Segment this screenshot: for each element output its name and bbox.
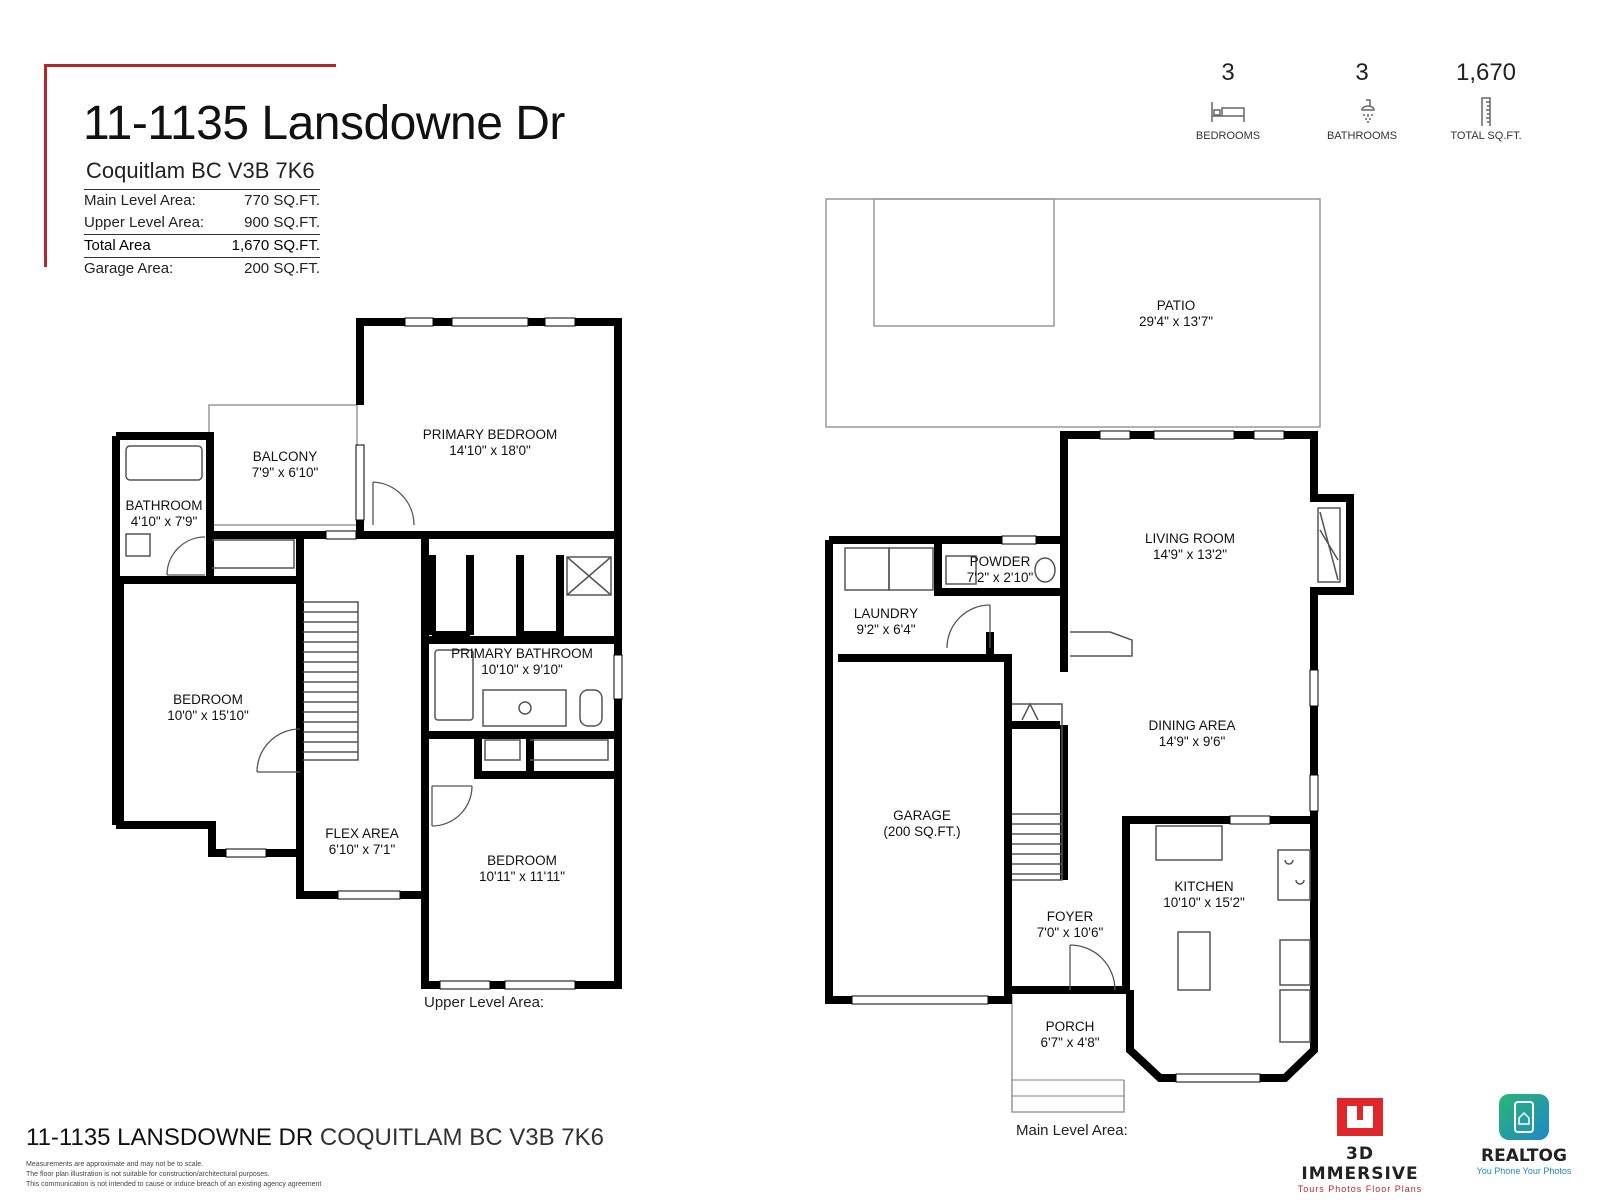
main-doors [946, 604, 1116, 991]
stat-label: BATHROOMS [1326, 130, 1398, 142]
porch-steps [1012, 1079, 1124, 1097]
room-dims: 6'7" x 4'8" [1040, 1035, 1099, 1050]
area-value: 200 SQ.FT. [244, 260, 320, 277]
ruler-icon [1481, 97, 1491, 126]
room-name: LAUNDRY [854, 606, 918, 621]
room-dims: 7'0" x 10'6" [1037, 925, 1104, 940]
room-dims: 7'9" x 6'10" [252, 465, 319, 480]
disclaimer-line: This communication is not intended to ca… [26, 1181, 322, 1188]
footer-address-street: 11-1135 LANSDOWNE DR [26, 1124, 314, 1151]
room-dims: (200 SQ.FT.) [883, 824, 960, 839]
room-name: PRIMARY BEDROOM [423, 427, 558, 442]
room-name: KITCHEN [1174, 879, 1233, 894]
area-value: 900 SQ.FT. [244, 214, 320, 231]
room-name: BEDROOM [173, 692, 243, 707]
upper-fixtures [125, 445, 612, 761]
footer-address: 11-1135 LANSDOWNE DR COQUITLAM BC V3B 7K… [26, 1124, 604, 1152]
room-name: PORCH [1046, 1019, 1095, 1034]
room-dims: 7'2" x 2'10" [967, 570, 1034, 585]
immersive-name: 3D IMMERSIVE [1301, 1144, 1419, 1184]
stat-sqft: 1,670 TOTAL SQ.FT. [1431, 56, 1541, 142]
stat-label: TOTAL SQ.FT. [1450, 130, 1522, 142]
phone-icon [1499, 1094, 1549, 1140]
room-dims: 4'10" x 7'9" [131, 514, 198, 529]
stat-value: 3 [1221, 59, 1235, 86]
room-dims: 14'9" x 9'6" [1159, 734, 1226, 749]
realtog-name: REALTOG [1481, 1146, 1567, 1166]
upper-level-label: Upper Level Area: [424, 994, 545, 1011]
logo-3d-immersive: 3D IMMERSIVE Tours Photos Floor Plans [1290, 1098, 1430, 1194]
area-label: Upper Level Area: [84, 214, 205, 231]
room-name: BEDROOM [487, 853, 557, 868]
realtog-tagline: You Phone Your Photos [1476, 1166, 1572, 1176]
main-level-plan: PATIO 29'4" x 13'7" LIVING ROOM 14'9" x … [825, 198, 1354, 1113]
stat-bedrooms: 3 BEDROOMS [1173, 56, 1283, 142]
room-name: POWDER [970, 554, 1031, 569]
upper-walls [112, 318, 622, 989]
upper-level-plan: PRIMARY BEDROOM 14'10" x 18'0" BALCONY 7… [112, 317, 623, 990]
area-label: Garage Area: [84, 260, 174, 277]
room-dims: 9'2" x 6'4" [856, 622, 915, 637]
logo-realtog: REALTOG You Phone Your Photos [1464, 1094, 1584, 1176]
room-name: FLEX AREA [325, 826, 399, 841]
disclaimer-line: Measurements are approximate and may not… [26, 1161, 204, 1168]
area-table: Main Level Area: 770 SQ.FT. Upper Level … [84, 189, 320, 280]
patio-outline [825, 198, 1321, 428]
stat-value: 1,670 [1455, 59, 1517, 86]
accent-line-horizontal [44, 64, 336, 67]
room-dims: 29'4" x 13'7" [1139, 314, 1213, 329]
room-dims: 6'10" x 7'1" [329, 842, 396, 857]
room-name: PATIO [1157, 298, 1196, 313]
patio-inner [873, 198, 1055, 327]
room-dims: 10'0" x 15'10" [167, 708, 249, 723]
area-row-total: Total Area 1,670 SQ.FT. [84, 234, 320, 258]
stat-bathrooms: 3 BATHROOMS [1307, 56, 1417, 142]
room-name: DINING AREA [1148, 718, 1235, 733]
area-row-upper: Upper Level Area: 900 SQ.FT. [84, 212, 320, 234]
immersive-tagline: Tours Photos Floor Plans [1297, 1184, 1423, 1194]
main-walls [825, 431, 1354, 1082]
main-fixtures [844, 507, 1341, 1043]
disclaimer-line: The floor plan illustration is not suita… [26, 1171, 270, 1178]
area-value: 1,670 SQ.FT. [231, 237, 320, 254]
room-name: PRIMARY BATHROOM [451, 646, 593, 661]
accent-line-vertical [44, 64, 47, 267]
upper-doors [166, 481, 473, 827]
room-dims: 10'11" x 11'11" [479, 869, 565, 884]
stat-label: BEDROOMS [1195, 130, 1261, 142]
room-dims: 10'10" x 9'10" [481, 662, 563, 677]
room-dims: 14'9" x 13'2" [1153, 547, 1227, 562]
page-subtitle: Coquitlam BC V3B 7K6 [86, 158, 315, 183]
area-value: 770 SQ.FT. [244, 192, 320, 209]
footer-address-city: COQUITLAM BC V3B 7K6 [319, 1124, 604, 1151]
area-label: Main Level Area: [84, 192, 196, 209]
page-title: 11-1135 Lansdowne Dr [83, 97, 565, 150]
room-name: LIVING ROOM [1145, 531, 1235, 546]
immersive-logo-icon [1337, 1098, 1383, 1136]
room-name: FOYER [1047, 909, 1094, 924]
room-dims: 10'10" x 15'2" [1163, 895, 1245, 910]
stat-value: 3 [1355, 59, 1369, 86]
bed-icon [1211, 102, 1245, 122]
room-name: BALCONY [253, 449, 318, 464]
room-name: GARAGE [893, 808, 951, 823]
main-level-label: Main Level Area: [1016, 1122, 1128, 1139]
porch-outline [1011, 995, 1125, 1113]
room-dims: 14'10" x 18'0" [449, 443, 531, 458]
upper-windows [225, 317, 623, 990]
area-row-garage: Garage Area: 200 SQ.FT. [84, 258, 320, 280]
room-name: BATHROOM [126, 498, 203, 513]
main-windows [851, 430, 1319, 1083]
area-label: Total Area [84, 237, 151, 254]
shower-icon [1361, 99, 1375, 123]
area-row-main: Main Level Area: 770 SQ.FT. [84, 189, 320, 212]
disclaimer: Measurements are approximate and may not… [26, 1160, 426, 1190]
